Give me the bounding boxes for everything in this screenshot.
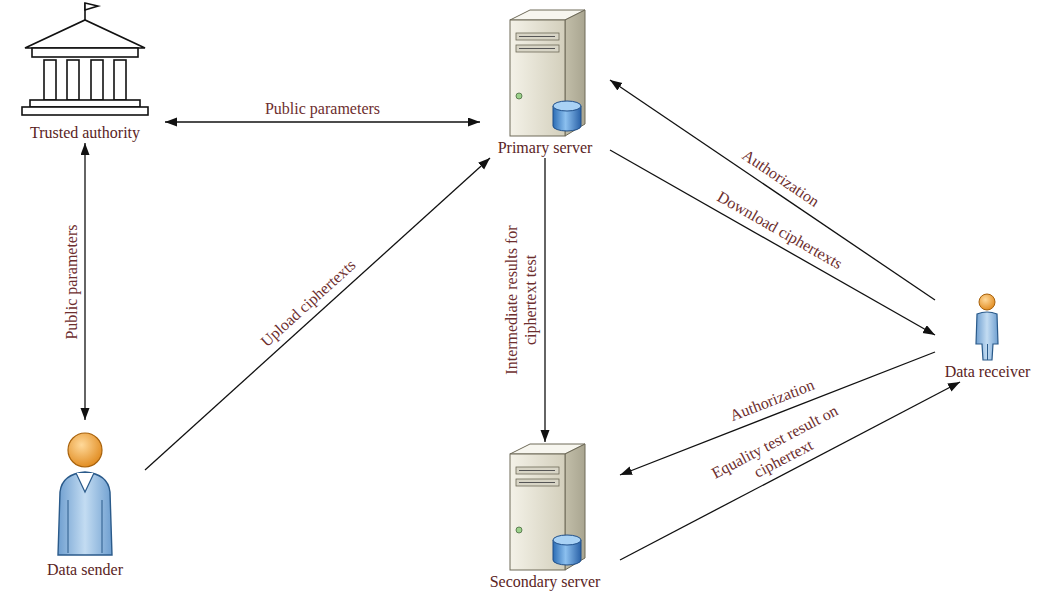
entity-label: Primary server xyxy=(496,138,595,158)
entity-node: Data sender xyxy=(25,420,145,580)
person-icon xyxy=(58,433,112,555)
flow-label: Public parameters xyxy=(61,221,80,342)
icon-space xyxy=(25,420,145,560)
flow-arrow xyxy=(610,80,935,300)
entity-node: Trusted authority xyxy=(5,5,165,143)
flow-arrow xyxy=(165,121,480,122)
flow-arrow xyxy=(544,158,545,442)
flow-arrow xyxy=(145,158,490,470)
person-icon xyxy=(976,294,998,360)
flow-label: Intermediate results for ciphertext test xyxy=(502,222,540,378)
server-icon xyxy=(510,10,585,136)
flow-arrow xyxy=(84,143,85,420)
server-icon xyxy=(510,444,585,570)
icon-space xyxy=(470,442,620,572)
flow-arrow xyxy=(620,382,960,560)
flow-label: Download ciphertexts xyxy=(711,185,848,274)
icon-space xyxy=(480,8,610,138)
entity-node: Primary server xyxy=(480,8,610,158)
icon-space xyxy=(935,290,1040,362)
entity-label: Secondary server xyxy=(488,572,603,592)
entity-label: Data receiver xyxy=(943,362,1033,382)
icon-space xyxy=(5,5,165,123)
entity-label: Trusted authority xyxy=(28,123,142,143)
flow-label: Public parameters xyxy=(262,98,383,117)
entity-label: Data sender xyxy=(45,560,125,580)
flow-label: Upload ciphertexts xyxy=(254,253,361,352)
authority-building xyxy=(22,3,148,115)
entity-node: Secondary server xyxy=(470,442,620,592)
entity-node: Data receiver xyxy=(935,290,1040,382)
